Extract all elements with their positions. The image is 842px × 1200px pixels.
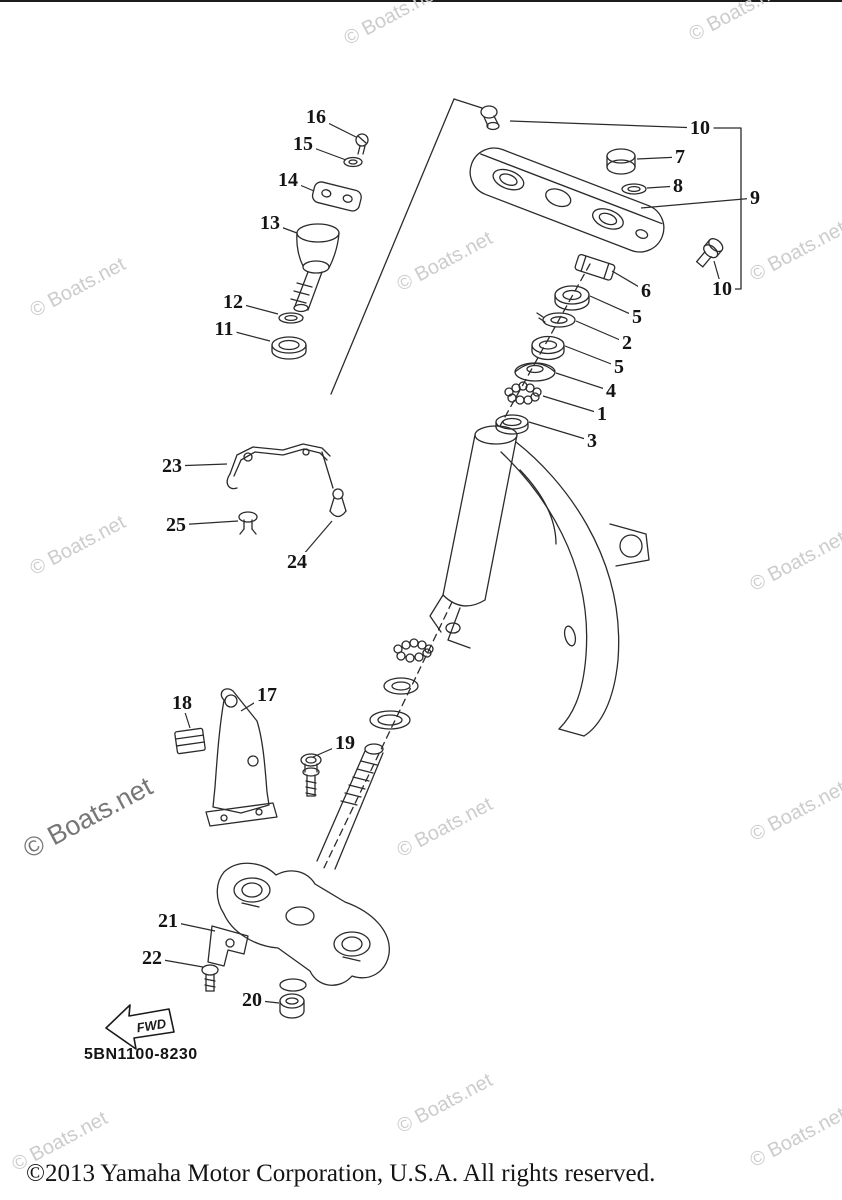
frame [429,425,650,737]
wire-guide-23 [226,443,334,490]
upper-triple-clamp [469,147,665,253]
callout-9: 9 [747,188,763,208]
holder-lower-13 [290,223,340,313]
screw-16 [355,133,369,155]
bracket-21 [207,925,249,967]
callout-10: 10 [709,279,735,299]
pinch-bolt-right [696,238,724,268]
callout-15: 15 [290,134,316,154]
washer-15 [343,156,363,168]
callout-17: 17 [254,685,280,705]
callout-25: 25 [163,515,189,535]
copyright-text: ©2013 Yamaha Motor Corporation, U.S.A. A… [26,1160,656,1187]
top-border-rule [0,0,842,2]
callout-10: 10 [687,118,713,138]
ring-11 [271,336,307,360]
fwd-arrow: FWD [105,1004,175,1050]
bolt-19 [300,753,322,797]
callout-12: 12 [220,292,246,312]
stem-nut-20 [279,978,307,1019]
fwd-label: FWD [136,1016,168,1036]
callout-19: 19 [332,733,358,753]
callout-5: 5 [629,307,645,327]
callout-4: 4 [603,381,619,401]
callout-22: 22 [139,948,165,968]
ring-nut-lower-5 [531,335,565,361]
stem-bolt-top [480,105,500,131]
damper-18 [174,727,206,755]
washer-8 [621,183,647,195]
special-washer-2 [536,312,576,328]
callout-10-bracket [713,127,742,290]
callout-5: 5 [611,357,627,377]
holder-upper-14 [311,181,362,212]
callout-7: 7 [672,147,688,167]
callout-16: 16 [303,107,329,127]
steering-stem [316,743,384,870]
lock-washer-6 [574,253,616,281]
callout-3: 3 [584,431,600,451]
ring-nut-upper-5 [554,285,590,311]
washer-12 [278,312,304,324]
stay-bracket-17 [205,688,278,827]
callout-13: 13 [257,213,283,233]
bolt-22 [201,964,219,992]
clamp-24 [329,488,347,518]
bearing-cover-4 [514,362,556,382]
callout-1: 1 [594,404,610,424]
bearing-balls-1 [504,381,542,405]
callout-6: 6 [638,281,654,301]
lower-triple-clamp [216,862,390,986]
callout-14: 14 [275,170,301,190]
part-code: 5BN1100-8230 [84,1046,198,1063]
callout-24: 24 [284,552,310,572]
callout-2: 2 [619,333,635,353]
callout-20: 20 [239,990,265,1010]
lower-bearing-stack [369,638,434,730]
callout-18: 18 [169,693,195,713]
callout-8: 8 [670,176,686,196]
callout-21: 21 [155,911,181,931]
callout-11: 11 [211,319,237,339]
callout-23: 23 [159,456,185,476]
cap-bolt-7 [606,148,636,175]
clip-25 [238,511,258,535]
